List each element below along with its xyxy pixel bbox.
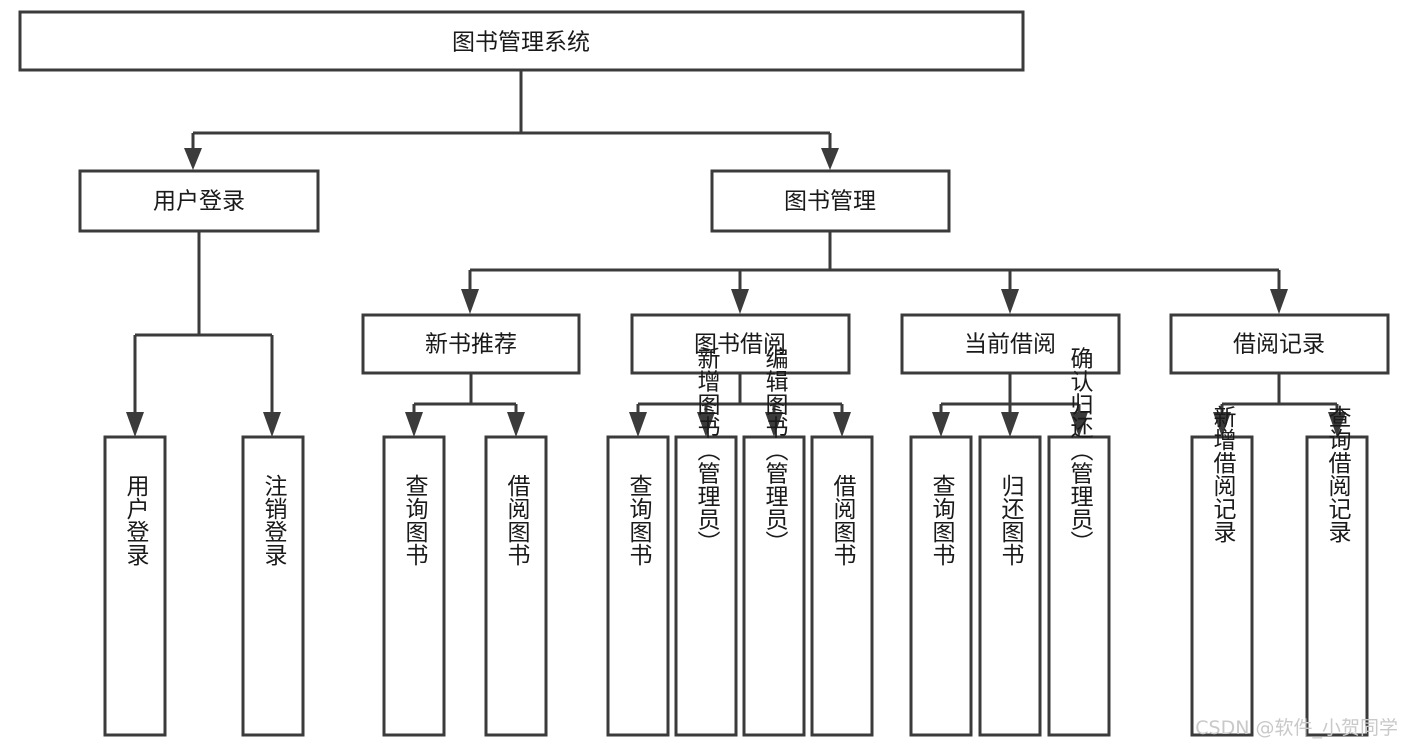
current-borrow-box[interactable]	[900, 313, 1121, 375]
node-book-manage[interactable]: 图书管理	[710, 169, 951, 233]
node-current-borrow[interactable]: 当前借阅	[900, 313, 1121, 375]
node-new-book-recommend[interactable]: 新书推荐	[361, 313, 581, 375]
arrow-br-leaf-1	[1213, 412, 1231, 437]
arrow-nbr-leaf-1	[405, 412, 423, 437]
leaf-book-borrow-1[interactable]: 查询图书	[606, 435, 670, 737]
leaf-label: 归还图书	[997, 474, 1025, 566]
new-book-recommend-box[interactable]	[361, 313, 581, 375]
leaf-book-borrow-2[interactable]: 新增图书（管理员）	[674, 347, 738, 737]
root-label: 图书管理系统	[452, 30, 590, 56]
leaf-box[interactable]	[606, 435, 670, 737]
csdn-watermark: CSDN @软件_小贺同学	[1195, 717, 1398, 739]
root-box[interactable]	[18, 10, 1025, 72]
leaf-box[interactable]	[674, 435, 738, 737]
leaf-label: 查询图书	[625, 474, 653, 566]
leaf-box[interactable]	[1190, 435, 1254, 737]
leaf-label: 查询借阅记录	[1324, 405, 1352, 543]
arrow-bm-to-borrow-record	[1270, 289, 1288, 314]
leaf-current-borrow-1[interactable]: 查询图书	[909, 435, 973, 737]
leaf-box[interactable]	[103, 435, 167, 737]
arrow-bb-leaf-3	[765, 412, 783, 437]
node-borrow-record[interactable]: 借阅记录	[1169, 313, 1390, 375]
leaf-new-book-recommend-2[interactable]: 借阅图书	[484, 435, 548, 737]
leaf-label: 查询图书	[928, 474, 956, 566]
leaf-user-login-1[interactable]: 用户登录	[103, 435, 167, 737]
leaf-box[interactable]	[742, 435, 806, 737]
arrow-nbr-leaf-2	[507, 412, 525, 437]
arrow-cb-leaf-1	[932, 412, 950, 437]
current-borrow-label: 当前借阅	[964, 332, 1056, 358]
arrow-bb-leaf-1	[629, 412, 647, 437]
node-root[interactable]: 图书管理系统	[18, 10, 1025, 72]
arrow-root-to-user-login	[184, 148, 202, 170]
user-login-label: 用户登录	[153, 189, 245, 215]
arrow-bb-leaf-4	[833, 412, 851, 437]
leaf-book-borrow-4[interactable]: 借阅图书	[810, 435, 874, 737]
leaf-box[interactable]	[1305, 435, 1369, 737]
leaf-book-borrow-3[interactable]: 编辑图书（管理员）	[742, 347, 806, 737]
leaf-box[interactable]	[909, 435, 973, 737]
leaf-box[interactable]	[484, 435, 548, 737]
borrow-record-label: 借阅记录	[1233, 332, 1325, 358]
leaf-box[interactable]	[810, 435, 874, 737]
leaf-label: 借阅图书	[503, 474, 531, 566]
arrow-bm-to-new-book	[461, 289, 479, 314]
leaf-label: 新增图书（管理员）	[693, 347, 721, 554]
arrow-bm-to-current-borrow	[1001, 289, 1019, 314]
arrow-br-leaf-2	[1328, 412, 1346, 437]
book-borrow-box[interactable]	[630, 313, 851, 375]
leaf-label: 借阅图书	[829, 474, 857, 566]
node-user-login[interactable]: 用户登录	[78, 169, 320, 233]
leaf-label: 注销登录	[260, 474, 288, 566]
leaf-label: 确认归还（管理员）	[1066, 347, 1094, 554]
leaf-box[interactable]	[241, 435, 305, 737]
leaf-user-login-2[interactable]: 注销登录	[241, 435, 305, 737]
arrow-user-login-leaf-1	[126, 412, 144, 437]
leaf-box[interactable]	[1047, 435, 1111, 737]
leaf-box[interactable]	[978, 435, 1042, 737]
leaf-borrow-record-2[interactable]: 查询借阅记录	[1305, 405, 1369, 737]
leaf-label: 查询图书	[401, 474, 429, 566]
arrow-user-login-leaf-2	[263, 412, 281, 437]
borrow-record-box[interactable]	[1169, 313, 1390, 375]
book-borrow-label: 图书借阅	[694, 332, 786, 358]
new-book-recommend-label: 新书推荐	[425, 332, 517, 358]
leaf-new-book-recommend-1[interactable]: 查询图书	[382, 435, 446, 737]
leaf-box[interactable]	[382, 435, 446, 737]
arrow-root-to-book-manage	[821, 148, 839, 170]
book-manage-label: 图书管理	[784, 189, 876, 215]
arrow-cb-leaf-2	[1001, 412, 1019, 437]
book-manage-box[interactable]	[710, 169, 951, 233]
leaf-label: 新增借阅记录	[1209, 405, 1237, 543]
arrow-cb-leaf-3	[1070, 412, 1088, 437]
arrow-bm-to-book-borrow	[731, 289, 749, 314]
leaf-current-borrow-2[interactable]: 归还图书	[978, 435, 1042, 737]
leaf-label: 用户登录	[122, 474, 150, 566]
leaf-current-borrow-3[interactable]: 确认归还（管理员）	[1047, 347, 1111, 737]
leaf-label: 编辑图书（管理员）	[761, 347, 789, 554]
node-book-borrow[interactable]: 图书借阅	[630, 313, 851, 375]
arrow-bb-leaf-2	[697, 412, 715, 437]
leaf-borrow-record-1[interactable]: 新增借阅记录	[1190, 405, 1254, 737]
